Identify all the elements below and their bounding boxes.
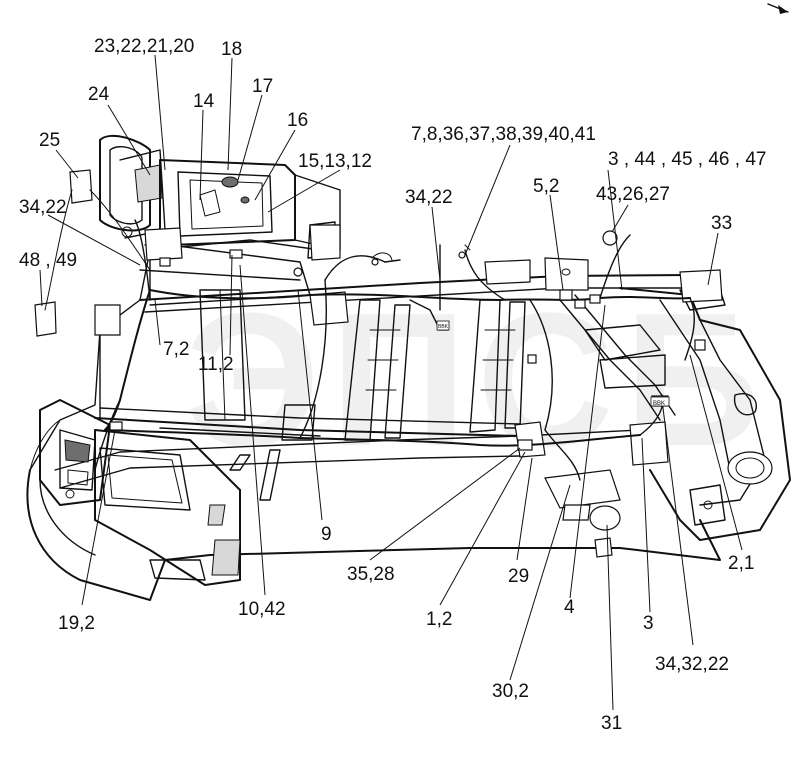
callout-2-1: 2,1 bbox=[728, 553, 754, 574]
callout-17: 17 bbox=[252, 76, 273, 97]
callout-7-2: 7,2 bbox=[163, 339, 189, 360]
callout-4: 4 bbox=[564, 597, 575, 618]
callout-3: 3 bbox=[643, 613, 654, 634]
watermark: ЭПСБ bbox=[185, 274, 771, 486]
callout-9: 9 bbox=[321, 524, 332, 545]
callout-11-2: 11,2 bbox=[198, 354, 234, 375]
callout-33: 33 bbox=[711, 213, 732, 234]
leader-lines bbox=[39, 54, 743, 711]
callout-35-28: 35,28 bbox=[347, 564, 395, 585]
callout-34-32-22: 34,32,22 bbox=[655, 654, 729, 675]
callout-23-22-21-20: 23,22,21,20 bbox=[94, 36, 194, 57]
callout-48-49: 48 , 49 bbox=[19, 250, 77, 271]
callout-18: 18 bbox=[221, 39, 242, 60]
callout-24: 24 bbox=[88, 84, 110, 105]
svg-text:BBK: BBK bbox=[653, 401, 665, 407]
callout-labels: 23,22,21,20 18 24 14 17 16 25 15,13,12 7… bbox=[19, 36, 766, 734]
callout-25: 25 bbox=[39, 130, 60, 151]
callout-10-42: 10,42 bbox=[238, 599, 286, 620]
frame-drawing bbox=[26, 134, 791, 601]
callout-43-26-27: 43,26,27 bbox=[596, 184, 670, 205]
callout-3-44-45-46-47: 3 , 44 , 45 , 46 , 47 bbox=[608, 149, 766, 170]
callout-5-2: 5,2 bbox=[533, 176, 559, 197]
callout-1-2: 1,2 bbox=[426, 609, 452, 630]
callout-31: 31 bbox=[601, 713, 622, 734]
bbk-tag-left: BBK bbox=[436, 320, 450, 331]
callout-34-22-mid: 34,22 bbox=[405, 187, 453, 208]
callout-34-22-left: 34,22 bbox=[19, 197, 67, 218]
callout-16: 16 bbox=[287, 110, 308, 131]
callout-29: 29 bbox=[508, 566, 529, 587]
callout-15-13-12: 15,13,12 bbox=[298, 151, 372, 172]
callout-19-2: 19,2 bbox=[58, 613, 95, 634]
svg-text:BBK: BBK bbox=[438, 324, 449, 330]
callout-30-2: 30,2 bbox=[492, 681, 529, 702]
bbk-tag-right: BBK bbox=[650, 396, 670, 407]
callout-14: 14 bbox=[193, 91, 215, 112]
callout-7-8-36-41: 7,8,36,37,38,39,40,41 bbox=[411, 124, 596, 145]
corner-arrow-icon bbox=[767, 3, 789, 14]
